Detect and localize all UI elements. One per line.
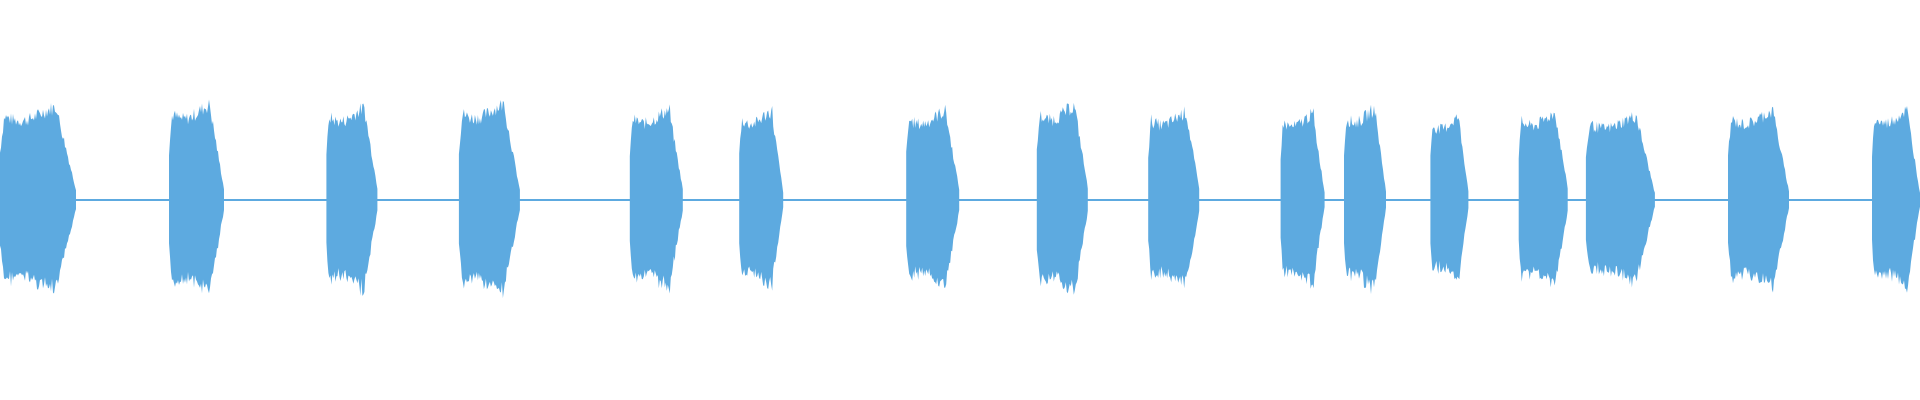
waveform-burst-1 — [0, 103, 76, 294]
waveform-burst-2 — [169, 99, 224, 294]
waveform-burst-5 — [629, 104, 683, 294]
waveform-burst-9 — [1148, 106, 1200, 289]
waveform-burst-4 — [458, 100, 520, 299]
waveform-burst-12 — [1430, 114, 1469, 280]
waveform-burst-6 — [739, 106, 784, 291]
waveform-burst-7 — [906, 104, 960, 288]
waveform-burst-15 — [1728, 106, 1789, 293]
waveform-burst-8 — [1036, 102, 1088, 295]
waveform-burst-11 — [1344, 104, 1386, 295]
waveform-bursts — [0, 99, 1920, 299]
waveform-burst-14 — [1585, 112, 1655, 288]
waveform-burst-13 — [1518, 112, 1568, 288]
waveform-burst-16 — [1872, 106, 1920, 293]
waveform-burst-10 — [1280, 108, 1325, 289]
waveform-burst-3 — [326, 103, 378, 296]
